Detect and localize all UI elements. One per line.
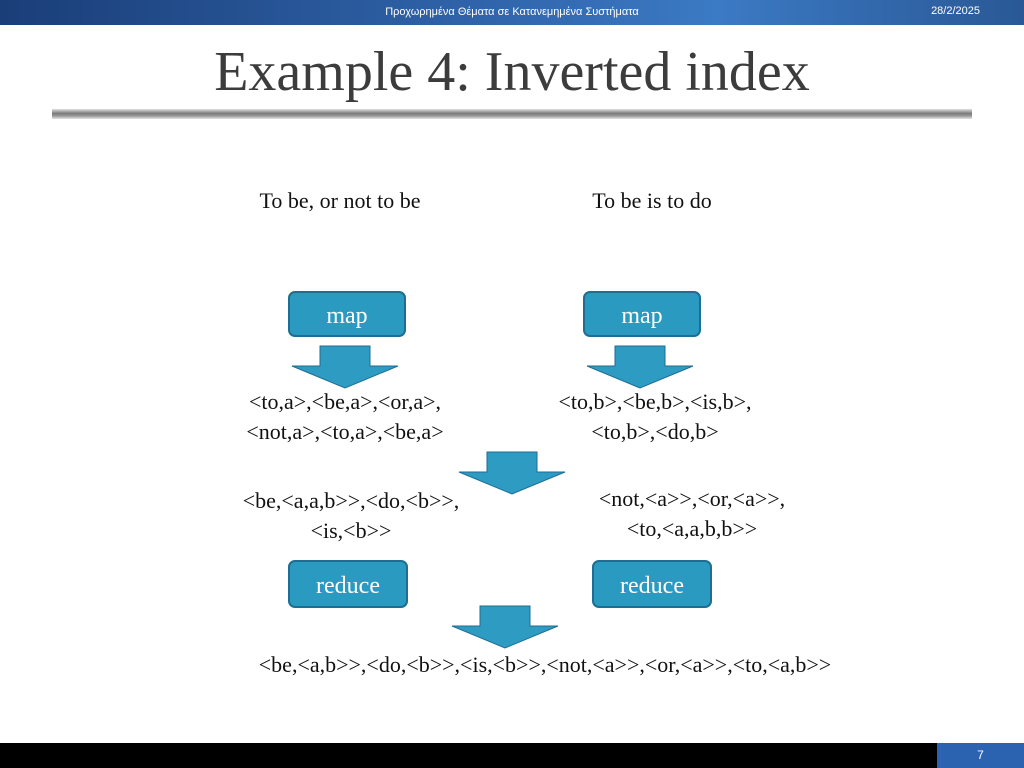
reduce-box-left: reduce (288, 560, 408, 608)
title-divider (52, 109, 972, 119)
header-bar: Προχωρημένα Θέματα σε Κατανεμημένα Συστή… (0, 0, 1024, 25)
map-output-left-line-2: <not,a>,<to,a>,<be,a> (246, 419, 444, 444)
down-arrow-icon-final (451, 605, 559, 649)
slide-date: 28/2/2025 (931, 5, 980, 17)
shuffle-output-right-line-2: <to,<a,a,b,b>> (626, 516, 758, 541)
slide-title: Example 4: Inverted index (214, 41, 810, 103)
map-output-right-line-1: <to,b>,<be,b>,<is,b>, (558, 389, 752, 414)
course-title: Προχωρημένα Θέματα σε Κατανεμημένα Συστή… (385, 6, 639, 18)
map-output-right: <to,b>,<be,b>,<is,b>, <to,b>,<do,b> (500, 387, 810, 447)
footer-bar (0, 743, 1024, 768)
map-output-right-line-2: <to,b>,<do,b> (591, 419, 719, 444)
map-box-right: map (583, 291, 701, 337)
down-arrow-icon-shuffle (458, 451, 566, 495)
map-output-left-line-1: <to,a>,<be,a>,<or,a>, (248, 389, 442, 414)
reduce-box-right: reduce (592, 560, 712, 608)
final-output: <be,<a,b>>,<do,<b>>,<is,<b>>,<not,<a>>,<… (258, 652, 832, 677)
input-document-right: To be is to do (592, 188, 712, 213)
shuffle-output-right-line-1: <not,<a>>,<or,<a>>, (598, 486, 786, 511)
shuffle-output-right: <not,<a>>,<or,<a>>, <to,<a,a,b,b>> (542, 484, 842, 544)
shuffle-output-left-line-1: <be,<a,a,b>>,<do,<b>>, (242, 488, 460, 513)
down-arrow-icon-map-right (586, 345, 694, 389)
shuffle-output-left: <be,<a,a,b>>,<do,<b>>, <is,<b>> (196, 486, 506, 546)
page-number: 7 (937, 743, 1024, 768)
map-box-left: map (288, 291, 406, 337)
down-arrow-icon-map-left (291, 345, 399, 389)
shuffle-output-left-line-2: <is,<b>> (310, 518, 392, 543)
input-document-left: To be, or not to be (259, 188, 421, 213)
map-output-left: <to,a>,<be,a>,<or,a>, <not,a>,<to,a>,<be… (180, 387, 510, 447)
